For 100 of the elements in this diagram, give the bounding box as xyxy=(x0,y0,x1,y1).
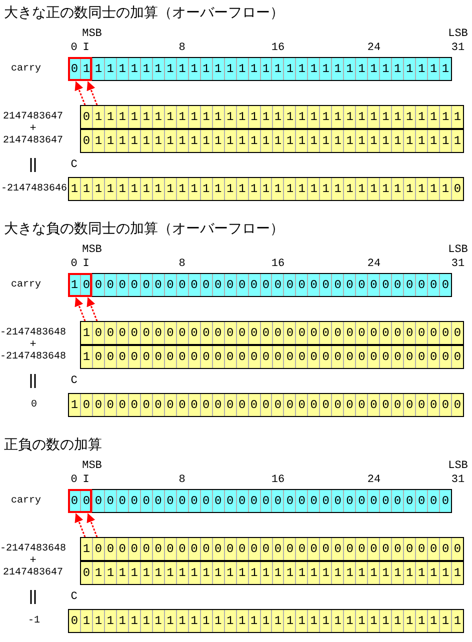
bit-index: 0 xyxy=(70,258,78,270)
bit-value: 0 xyxy=(224,346,236,368)
bit-value: 0 xyxy=(355,346,368,368)
bit-value: 1 xyxy=(355,610,368,632)
bit-value: 0 xyxy=(104,394,116,416)
bit-value: 1 xyxy=(283,178,296,200)
bit-value: 0 xyxy=(379,274,392,296)
bit-value: 1 xyxy=(439,106,452,128)
bit-value: 1 xyxy=(403,106,416,128)
bit-value: 1 xyxy=(272,130,284,152)
bit-value: 1 xyxy=(307,610,320,632)
bit-value: 1 xyxy=(439,562,452,584)
bit-value: 0 xyxy=(415,394,428,416)
bit-value: 0 xyxy=(355,322,368,344)
bit-value: 1 xyxy=(212,106,224,128)
bit-value: 1 xyxy=(104,178,116,200)
bit-value: 0 xyxy=(236,538,248,560)
bit-value: 0 xyxy=(391,322,404,344)
bit-value: 0 xyxy=(331,274,344,296)
bit-value: 0 xyxy=(116,274,128,296)
bit-value: 0 xyxy=(248,322,260,344)
bit-value: 1 xyxy=(403,178,416,200)
bit-value: 1 xyxy=(128,58,140,80)
bit-value: 1 xyxy=(295,106,308,128)
bit-value: 0 xyxy=(391,538,404,560)
bit-value: 1 xyxy=(379,178,392,200)
bit-value: 0 xyxy=(283,538,296,560)
bit-value: 1 xyxy=(224,562,236,584)
bit-value: 0 xyxy=(176,538,188,560)
bit-value: 0 xyxy=(248,490,260,512)
bit-value: 0 xyxy=(236,274,248,296)
bit-value: 1 xyxy=(331,610,344,632)
bit-value: 1 xyxy=(140,130,152,152)
bit-value: 1 xyxy=(331,58,344,80)
bit-value: 0 xyxy=(295,394,308,416)
bit-value: 1 xyxy=(116,106,128,128)
operand-row xyxy=(80,129,464,153)
bit-value: 0 xyxy=(128,346,140,368)
bit-value: 0 xyxy=(355,274,368,296)
bit-value: 0 xyxy=(343,274,356,296)
bit-value: 0 xyxy=(451,178,463,200)
bit-value: 1 xyxy=(319,106,332,128)
bit-value: 0 xyxy=(164,394,176,416)
bit-value: 1 xyxy=(152,562,164,584)
bit-value: 0 xyxy=(391,490,404,512)
bit-value: 0 xyxy=(248,394,260,416)
bit-value: 1 xyxy=(164,106,176,128)
bit-value: 1 xyxy=(343,178,356,200)
bit-value: 0 xyxy=(128,322,140,344)
bit-value: 1 xyxy=(188,178,200,200)
bit-value: 1 xyxy=(427,610,440,632)
bit-value: 1 xyxy=(403,562,416,584)
bit-value: 1 xyxy=(439,178,451,200)
bit-value: 0 xyxy=(176,346,188,368)
bit-value: 0 xyxy=(307,346,320,368)
arrow xyxy=(86,513,98,538)
bit-value: 0 xyxy=(164,490,176,512)
bit-value: 1 xyxy=(403,130,416,152)
bit-value: 1 xyxy=(283,130,296,152)
bit-value: 0 xyxy=(379,322,392,344)
bit-value: 1 xyxy=(164,610,176,632)
bit-value: 1 xyxy=(82,349,92,366)
bit-value: 0 xyxy=(451,346,463,368)
bit-value: 1 xyxy=(367,58,380,80)
bit-value: 1 xyxy=(176,58,188,80)
bit-value: 0 xyxy=(283,274,296,296)
bit-value: 0 xyxy=(80,490,92,512)
bit-value: 1 xyxy=(439,610,451,632)
bit-value: 0 xyxy=(451,322,463,344)
bit-value: 1 xyxy=(176,178,188,200)
bit-value: 1 xyxy=(283,562,296,584)
bit-value: 0 xyxy=(92,490,104,512)
bit-value: 0 xyxy=(80,394,92,416)
bit-value: 0 xyxy=(200,274,212,296)
bit-label: LSB xyxy=(448,28,468,40)
arrow xyxy=(86,81,98,106)
bit-value: 1 xyxy=(152,130,164,152)
bit-value: 0 xyxy=(260,538,272,560)
bit-index: 24 xyxy=(367,258,381,270)
bit-value: 1 xyxy=(439,130,452,152)
bit-value: 1 xyxy=(343,130,356,152)
bit-value: 1 xyxy=(403,610,416,632)
bit-value: 1 xyxy=(212,178,224,200)
arrow xyxy=(86,297,98,322)
bit-value: 1 xyxy=(367,562,380,584)
bit-value: 0 xyxy=(427,394,440,416)
bit-value: 1 xyxy=(427,178,440,200)
bit-value: 0 xyxy=(188,490,200,512)
bit-value: 1 xyxy=(152,178,164,200)
operand-row xyxy=(80,537,464,561)
bit-value: 1 xyxy=(140,178,152,200)
bit-index: 0 xyxy=(70,474,78,486)
bit-value: 1 xyxy=(415,106,428,128)
bit-value: 0 xyxy=(248,538,260,560)
bit-value: 0 xyxy=(212,538,224,560)
bit-value: 0 xyxy=(224,322,236,344)
bit-value: 0 xyxy=(427,274,440,296)
bit-value: 1 xyxy=(188,130,200,152)
bit-value: 0 xyxy=(176,394,188,416)
bit-index: 31 xyxy=(451,42,465,54)
